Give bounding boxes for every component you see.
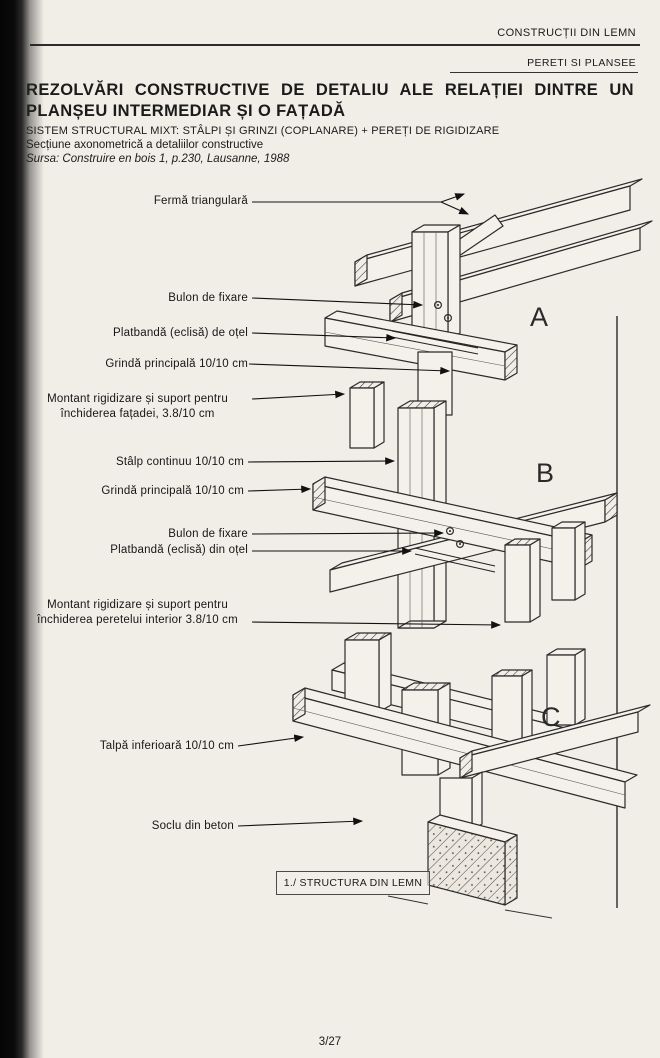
detail-b-post-beam-connection (312, 400, 618, 629)
detail-label-b: B (536, 458, 556, 488)
callout-bolt-b: Bulon de fixare (168, 528, 248, 540)
callout-concrete-plinth: Soclu din beton (151, 820, 234, 832)
callout-continuous-post: Stâlp continuu 10/10 cm (116, 456, 244, 468)
section-underline (450, 72, 638, 73)
callout-steel-plate-a: Platbandă (eclisă) de oțel (113, 327, 248, 339)
callout-main-beam-b: Grindă principală 10/10 cm (101, 485, 244, 497)
detail-c-sill-plinth (292, 632, 651, 919)
callout-leader-lines (237, 193, 502, 827)
document-title-header: CONSTRUCȚII DIN LEMN (497, 27, 636, 39)
callout-steel-plate-b: Platbandă (eclisă) din oțel (110, 544, 248, 556)
callout-interior-stud: Montant rigidizare și suport pentru înch… (37, 599, 238, 626)
callout-truss: Fermă triangulară (153, 195, 248, 207)
page-title: REZOLVĂRI CONSTRUCTIVE DE DETALIU ALE RE… (26, 81, 634, 121)
view-description-line: Secțiune axonometrică a detaliilor const… (26, 139, 264, 151)
detail-a-truss-connection (324, 178, 653, 449)
detail-label-a: A (530, 302, 550, 332)
structural-system-line: SISTEM STRUCTURAL MIXT: STÂLPI ȘI GRINZI… (26, 125, 500, 137)
page-number: 3/27 (318, 1036, 342, 1048)
callout-main-beam-a: Grindă principală 10/10 cm (105, 358, 248, 370)
header-rule (30, 44, 640, 46)
source-citation: Sursa: Construire en bois 1, p.230, Laus… (26, 153, 290, 165)
section-header: PERETI SI PLANSEE (527, 57, 636, 69)
callout-bottom-sill: Talpă inferioară 10/10 cm (99, 740, 234, 752)
callout-facade-stud: Montant rigidizare și suport pentru înch… (47, 393, 228, 420)
figure-caption: 1./ STRUCTURA DIN LEMN (276, 871, 430, 895)
detail-label-c: C (541, 702, 562, 732)
callout-bolt-a: Bulon de fixare (168, 292, 248, 304)
